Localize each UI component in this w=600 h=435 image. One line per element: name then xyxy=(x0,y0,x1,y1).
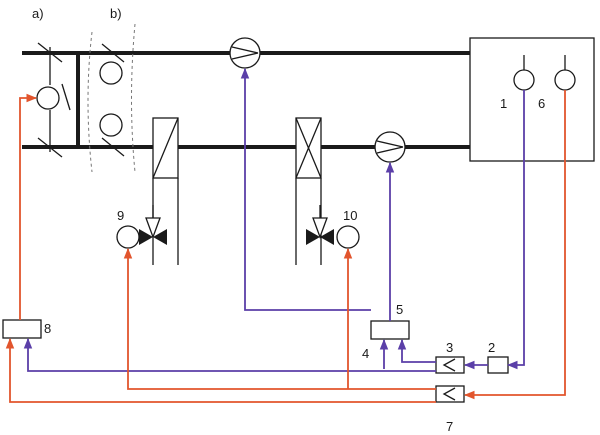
label-2: 2 xyxy=(488,340,495,355)
controller-8 xyxy=(2,319,42,339)
damper-actuator-a xyxy=(36,86,60,110)
room-box xyxy=(469,37,595,162)
blue-signal-controller3-to-controller8 xyxy=(23,337,436,372)
damper-group-a xyxy=(36,42,71,158)
transmitter-2 xyxy=(487,356,509,374)
cooling-valve xyxy=(306,205,360,249)
damper-group-b xyxy=(99,43,125,157)
damper-actuator-b-top xyxy=(99,61,123,85)
controller-5 xyxy=(370,320,410,340)
cooling-coil xyxy=(295,117,322,265)
label-10: 10 xyxy=(343,208,357,223)
label-3: 3 xyxy=(446,340,453,355)
label-9: 9 xyxy=(117,208,124,223)
supply-fan xyxy=(229,37,261,69)
label-a: a) xyxy=(32,6,44,21)
label-4: 4 xyxy=(362,346,369,361)
blue-signal-controller5-to-supply-fan xyxy=(240,67,371,311)
label-5: 5 xyxy=(396,302,403,317)
valve-actuator-10 xyxy=(336,225,360,249)
red-signal-controller8-to-damper xyxy=(19,93,38,320)
label-6: 6 xyxy=(538,96,545,111)
red-signal-controller7-to-controller8 xyxy=(5,337,436,403)
valve-actuator-9 xyxy=(116,225,140,249)
controller-7 xyxy=(435,385,465,403)
label-8: 8 xyxy=(44,321,51,336)
label-b: b) xyxy=(110,6,122,21)
red-signal-sensor6-to-controller7 xyxy=(463,90,566,400)
variant-b-boundary-right xyxy=(131,23,136,173)
label-7: 7 xyxy=(446,419,453,434)
damper-actuator-b-bottom xyxy=(99,113,123,137)
heating-valve xyxy=(116,205,167,249)
return-fan xyxy=(374,131,406,163)
label-1: 1 xyxy=(500,96,507,111)
heating-coil xyxy=(152,117,179,265)
controller-3 xyxy=(435,356,465,374)
red-signal-controller7-to-valves xyxy=(123,247,436,390)
room-sensor-6 xyxy=(554,55,576,91)
blue-signal-controller3-to-controller5-a xyxy=(397,338,436,363)
blue-signal-sensor1-to-transmitter2 xyxy=(506,90,525,370)
